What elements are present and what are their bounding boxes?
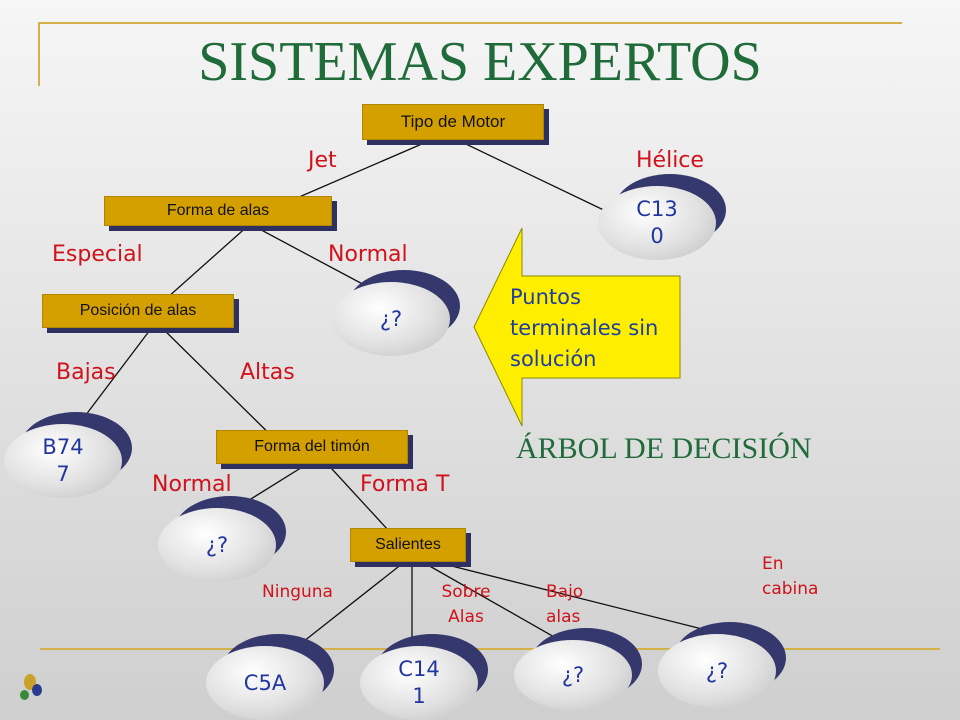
leaf-c141: C14 1 — [360, 634, 488, 720]
node-posicion-alas: Posición de alas — [42, 294, 234, 328]
decor-dot-green — [20, 690, 29, 700]
edge-label-helice: Hélice — [636, 148, 704, 173]
node-forma-alas: Forma de alas — [104, 196, 332, 226]
edge-label-forma-t: Forma T — [360, 472, 450, 497]
leaf-c130: C13 0 — [598, 174, 726, 260]
leaf-c5a-label: C5A — [243, 670, 287, 695]
leaf-unknown-alas-label: ¿? — [379, 306, 403, 331]
leaf-unknown-cabina-label: ¿? — [705, 658, 729, 683]
callout-text: Puntos terminales sin solución — [510, 285, 659, 371]
top-decor-line — [40, 22, 902, 24]
edge-label-bajas: Bajas — [56, 360, 116, 385]
edge-label-altas: Altas — [240, 360, 295, 385]
leaf-unknown-alas: ¿? — [332, 270, 460, 356]
node-forma-timon: Forma del timón — [216, 430, 408, 464]
bottom-decor-line — [40, 648, 940, 650]
leaf-unknown-timon: ¿? — [158, 496, 286, 582]
edge-label-sobre-alas: Sobre Alas — [441, 582, 491, 627]
decor-dot-blue — [32, 684, 42, 696]
leaf-unknown-cabina: ¿? — [658, 622, 786, 708]
leaf-b747-label: B74 7 — [42, 435, 84, 486]
slide-subtitle: ÁRBOL DE DECISIÓN — [516, 432, 812, 465]
edge-label-especial: Especial — [52, 242, 143, 267]
left-decor-line — [38, 22, 40, 86]
edge-label-normal-alas: Normal — [328, 242, 408, 267]
edge-label-ninguna: Ninguna — [262, 582, 333, 602]
leaf-unknown-timon-label: ¿? — [205, 532, 229, 557]
edge-label-bajo-alas: Bajo alas — [546, 582, 584, 627]
leaf-unknown-bajo: ¿? — [514, 628, 642, 714]
edge-label-normal-timon: Normal — [152, 472, 232, 497]
node-salientes: Salientes — [350, 528, 466, 562]
node-tipo-motor: Tipo de Motor — [362, 104, 544, 140]
leaf-c5a: C5A — [206, 634, 334, 720]
leaf-c130-label: C13 0 — [636, 197, 678, 248]
leaf-unknown-bajo-label: ¿? — [561, 662, 585, 687]
leaf-c141-label: C14 1 — [398, 657, 440, 708]
edge-label-en-cabina: En cabina — [762, 554, 819, 599]
slide-title: SISTEMAS EXPERTOS — [198, 31, 762, 93]
edge-label-jet: Jet — [308, 148, 337, 173]
leaf-b747: B74 7 — [4, 412, 132, 498]
